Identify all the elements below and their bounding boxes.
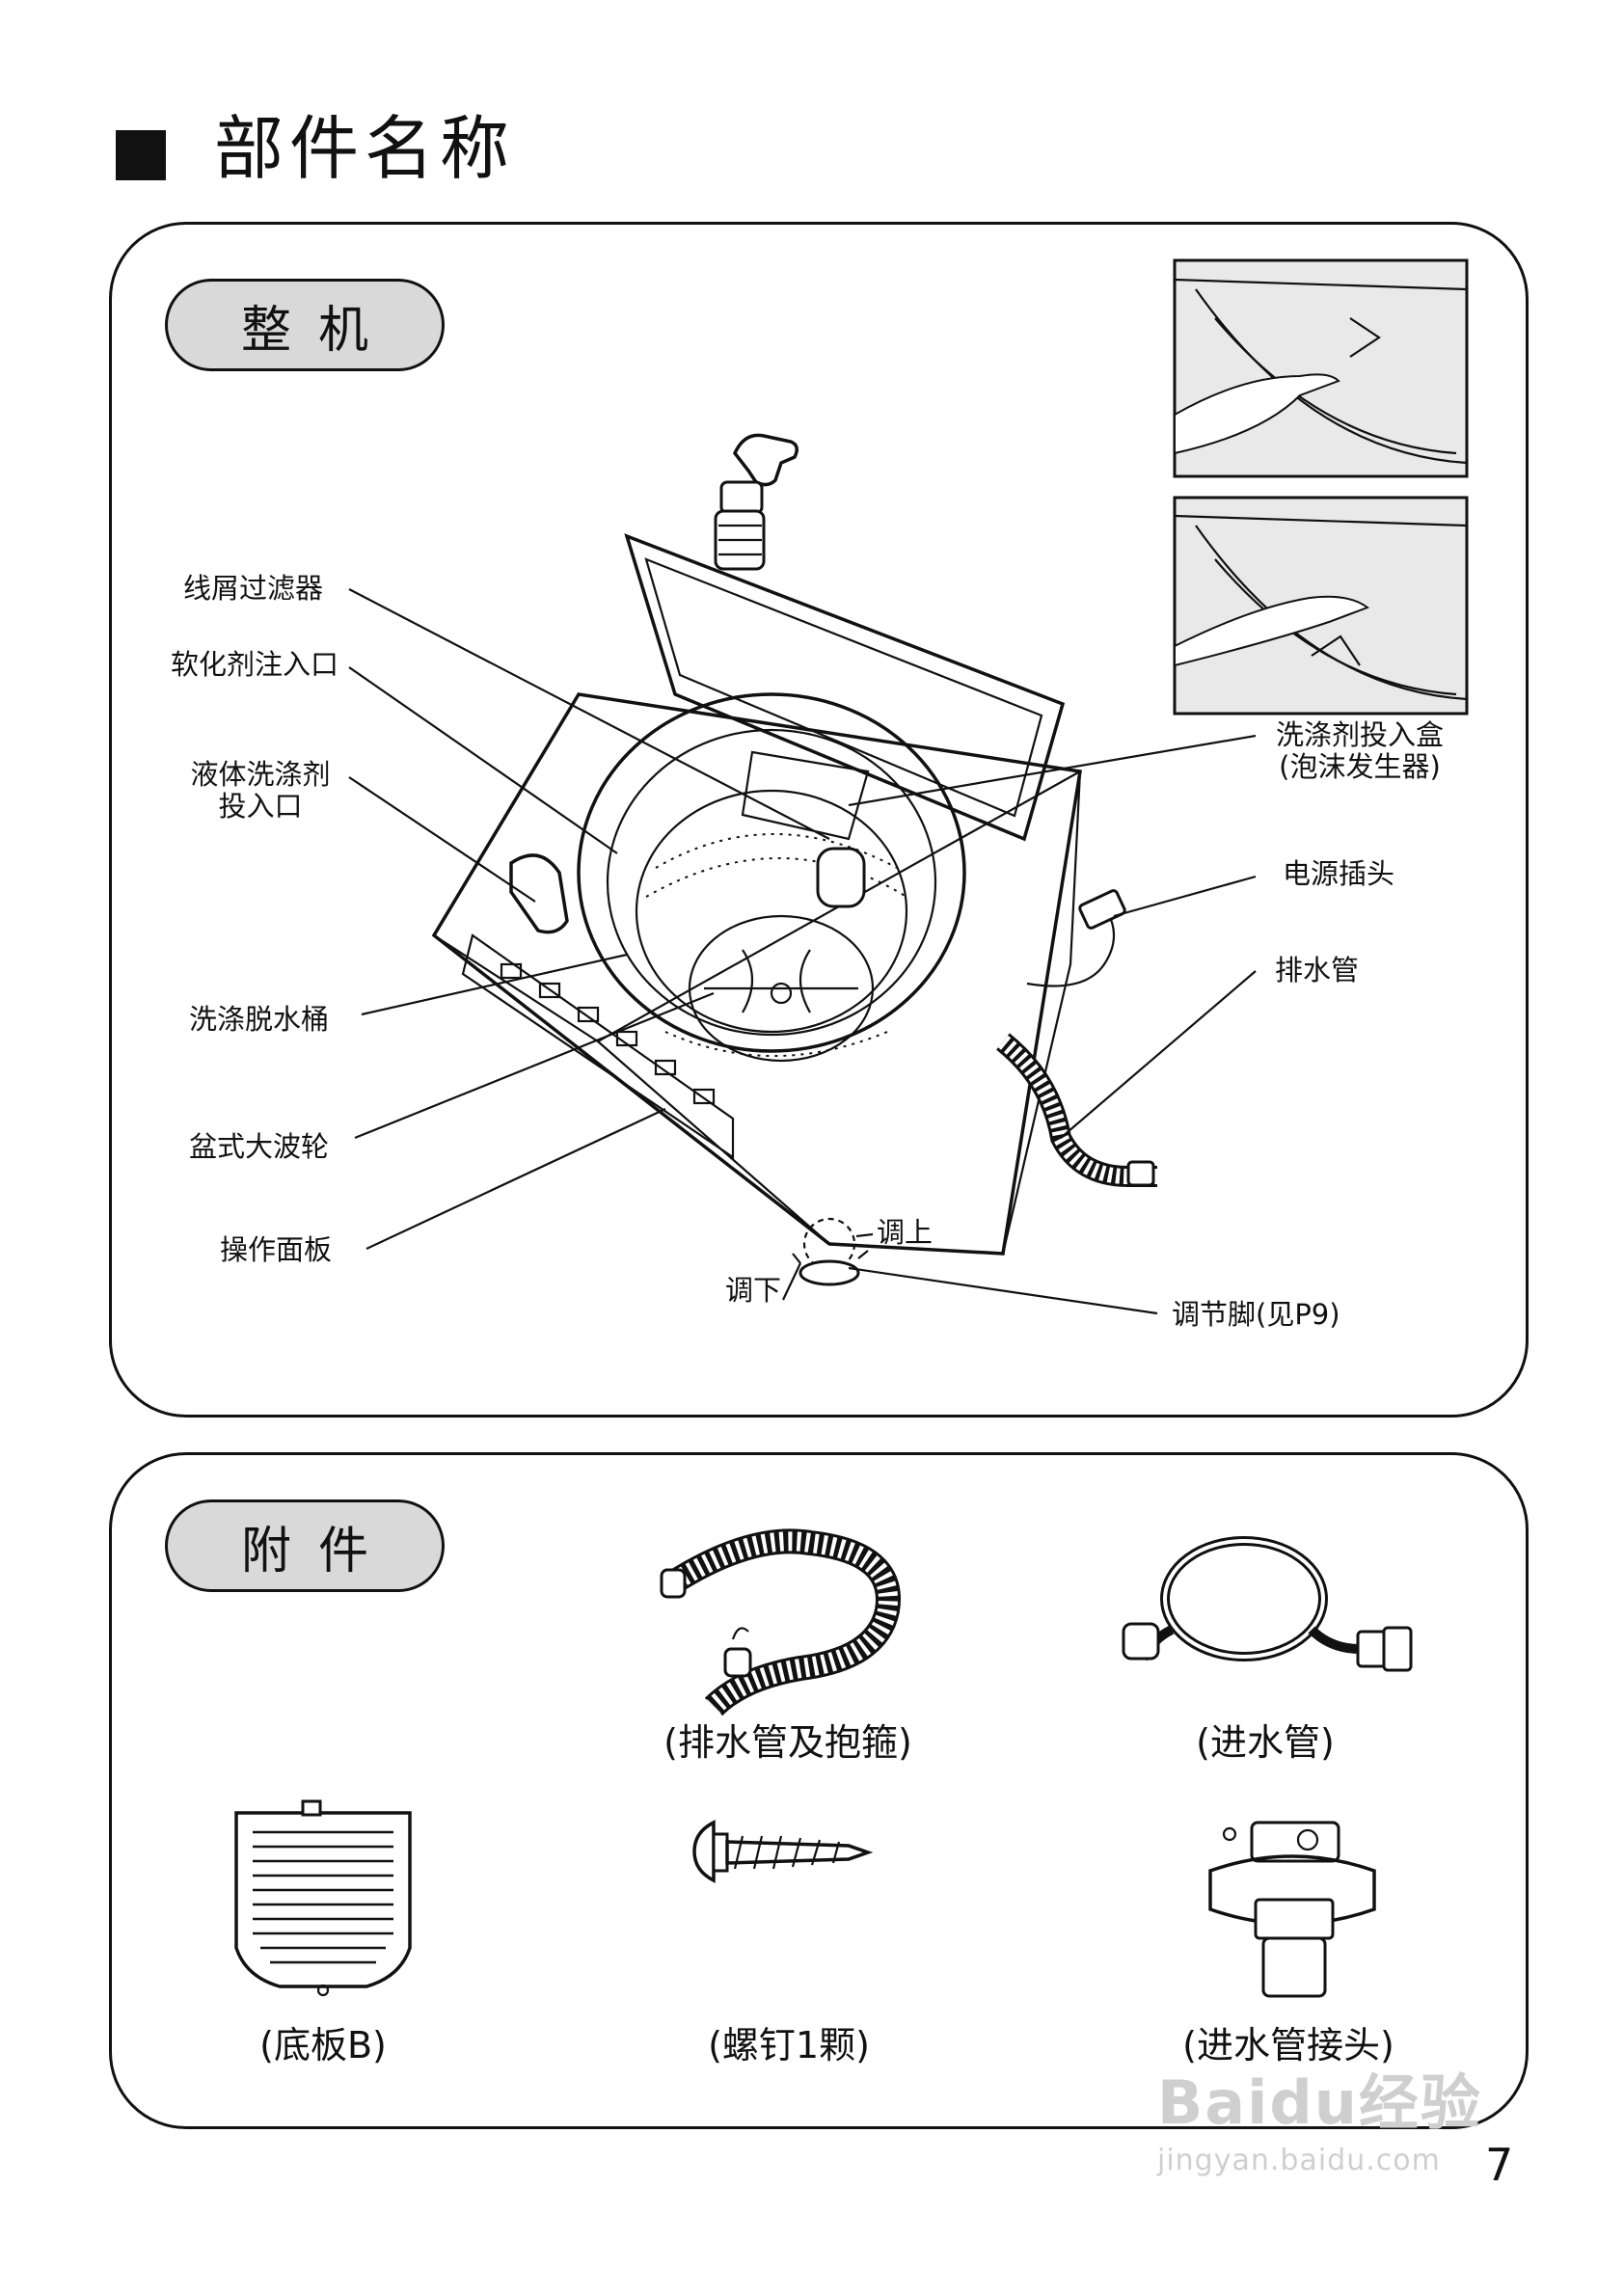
adjustable-foot-icon	[792, 1217, 869, 1286]
inlet-connector-icon	[1208, 1821, 1376, 1998]
lint-filter-insert-inset	[1173, 496, 1469, 716]
pulsator-icon	[688, 914, 875, 1063]
adjust-foot-label: 调节脚(见P9)	[1172, 1298, 1340, 1331]
section-title-marker	[116, 130, 166, 180]
accessory-caption-screw: (螺钉1颗)	[708, 2024, 870, 2066]
softener-inlet-label: 软化剂注入口	[171, 648, 339, 681]
pulsator-label: 盆式大波轮	[189, 1130, 330, 1163]
tub-perforation-icon	[645, 833, 907, 1057]
lint-filter-removal-inset	[1173, 258, 1469, 478]
control-panel-icon	[461, 933, 735, 1160]
main-unit-tag: 整机	[165, 279, 445, 371]
lint-filter-label: 线屑过滤器	[183, 572, 324, 605]
liquid-detergent-label: 液体洗涤剂 投入口	[183, 758, 338, 824]
detergent-box-label: 洗涤剂投入盒 (泡沫发生器)	[1254, 718, 1466, 784]
accessory-caption-inlet-hose: (进水管)	[1196, 1721, 1335, 1764]
liquid-detergent-label-line1: 液体洗涤剂	[190, 758, 331, 791]
inlet-hose-icon	[1122, 1536, 1413, 1672]
section-title: 部件名称	[214, 108, 516, 189]
wash-tub-label: 洗涤脱水桶	[189, 1003, 330, 1036]
accessory-caption-base-plate: (底板B)	[259, 2024, 387, 2066]
power-plug-icon	[1026, 889, 1126, 987]
drain-hose-icon	[660, 1528, 901, 1716]
adjust-up-label: 调上	[877, 1216, 934, 1249]
accessory-caption-inlet-connector: (进水管接头)	[1182, 2024, 1394, 2066]
base-plate-icon	[234, 1799, 412, 1997]
liquid-detergent-label-line2: 投入口	[218, 790, 303, 824]
control-panel-label: 操作面板	[220, 1233, 333, 1266]
baidu-watermark-logo: Baidu经验 jingyan.baidu.com	[1157, 2067, 1482, 2177]
detergent-box-label-line2: (泡沫发生器)	[1279, 750, 1441, 784]
accessory-caption-drain-hose: (排水管及抱箍)	[663, 1721, 912, 1764]
detergent-box-label-line1: 洗涤剂投入盒	[1275, 718, 1444, 751]
accessories-tag: 附件	[165, 1499, 445, 1592]
drain-hose-label: 排水管	[1275, 954, 1360, 986]
faucet-icon	[714, 433, 798, 571]
adjust-down-label: 调下	[725, 1274, 782, 1307]
power-plug-label: 电源插头	[1283, 857, 1395, 890]
screw-icon	[692, 1820, 874, 1883]
page-number: 7	[1485, 2139, 1514, 2191]
